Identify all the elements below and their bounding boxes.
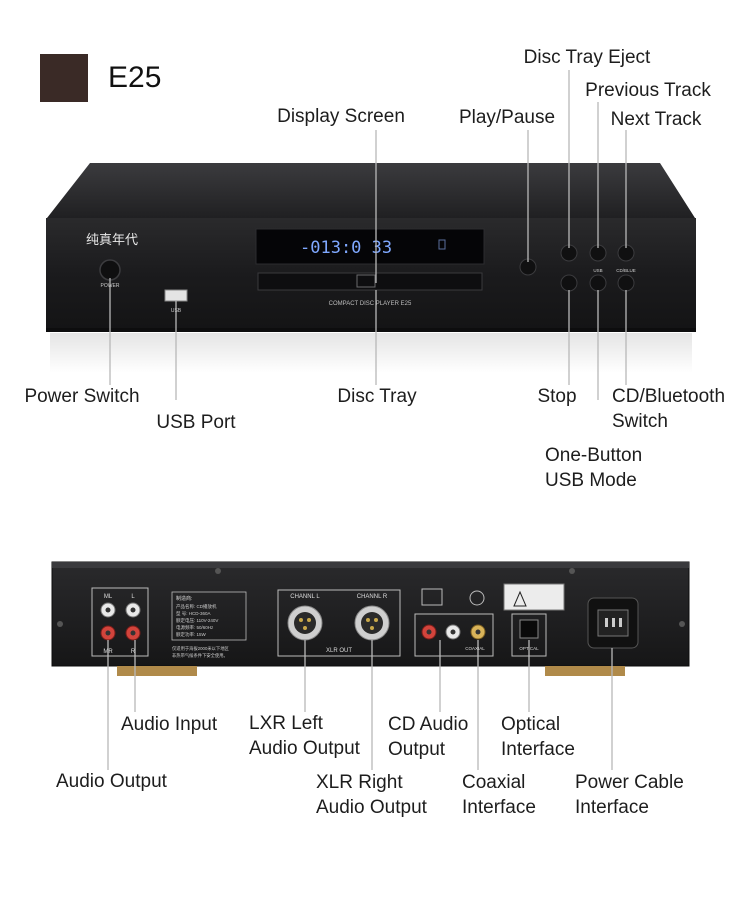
rear-panel-illustration: ML L MR R 制造商: 产品名称: CD播放机 型 号: HCD-360A… xyxy=(51,561,690,770)
cdblue-button-caption: CD/BLUE xyxy=(616,268,636,273)
channel-r-caption: CHANNL R xyxy=(357,594,388,600)
xlr-out-caption: XLR OUT xyxy=(326,648,352,654)
callout-stop: Stop xyxy=(537,386,577,407)
callout-usb-port: USB Port xyxy=(156,412,236,433)
callout-optical-interface: Optical Interface xyxy=(501,714,575,760)
warning-note-1: 仅适用于海拔2000米以下地区 xyxy=(172,645,230,652)
model-color-swatch xyxy=(40,54,88,102)
coaxial-caption: COAXIAL xyxy=(465,646,485,651)
front-leader-lines xyxy=(109,70,627,400)
ml-caption: ML xyxy=(104,594,113,600)
chassis-top xyxy=(47,163,695,218)
label-line-2: 型 号: HCD-360A xyxy=(176,610,211,617)
callout-play-pause: Play/Pause xyxy=(458,107,556,128)
callout-disc-tray-eject: Disc Tray Eject xyxy=(523,47,651,68)
callout-audio-input: Audio Input xyxy=(121,714,218,735)
channel-l-caption: CHANNL L xyxy=(290,594,320,600)
label-line-5: 额定功率: 15W xyxy=(176,631,207,638)
warning-note-2: 非热带气候条件下安全使用。 xyxy=(172,652,228,659)
display-screen xyxy=(255,228,485,265)
label-title: 制造商: xyxy=(176,595,192,602)
callout-disc-tray: Disc Tray xyxy=(337,386,417,407)
callout-xlr-right-audio-output: XLR Right Audio Output xyxy=(316,772,427,818)
usb-mode-button xyxy=(589,274,607,292)
usb-port xyxy=(164,289,188,302)
callout-previous-track: Previous Track xyxy=(585,80,711,101)
rear-screws xyxy=(57,568,685,627)
callout-power-switch: Power Switch xyxy=(24,386,140,407)
callout-one-button-usb-mode: One-Button USB Mode xyxy=(545,445,643,491)
brand-logo: 纯真年代 xyxy=(86,232,138,247)
tray-caption: COMPACT DISC PLAYER E25 xyxy=(329,301,412,307)
r-caption: R xyxy=(131,649,136,655)
display-readout: -013:0 33 xyxy=(300,238,392,258)
usb-button-caption: USB xyxy=(593,268,602,273)
front-panel-illustration: -013:0 33 COMPACT DISC PLAYER E25 纯真年代 P… xyxy=(46,70,696,400)
cd-bluetooth-button xyxy=(617,274,635,292)
model-title: E25 xyxy=(108,61,162,94)
callout-display-screen: Display Screen xyxy=(277,106,405,127)
callout-cd-bluetooth-switch: CD/Bluetooth Switch xyxy=(612,386,726,432)
power-knob xyxy=(99,259,121,281)
label-line-3: 额定电压: 110V-240V xyxy=(176,617,218,624)
stop-button xyxy=(560,274,578,292)
label-line-4: 电源频率: 50/60Hz xyxy=(176,624,214,631)
rear-leader-lines xyxy=(107,640,613,770)
callout-cd-audio-output: CD Audio Output xyxy=(388,714,469,760)
l-caption: L xyxy=(131,594,135,600)
label-line-1: 产品名称: CD播放机 xyxy=(176,603,217,610)
callout-coaxial-interface: Coaxial Interface xyxy=(462,772,536,818)
callout-audio-output: Audio Output xyxy=(56,771,167,792)
callout-next-track: Next Track xyxy=(610,109,702,130)
disc-tray xyxy=(257,272,483,291)
callout-lxr-left-audio-output: LXR Left Audio Output xyxy=(249,713,360,759)
callout-power-cable-interface: Power Cable Interface xyxy=(575,772,684,818)
